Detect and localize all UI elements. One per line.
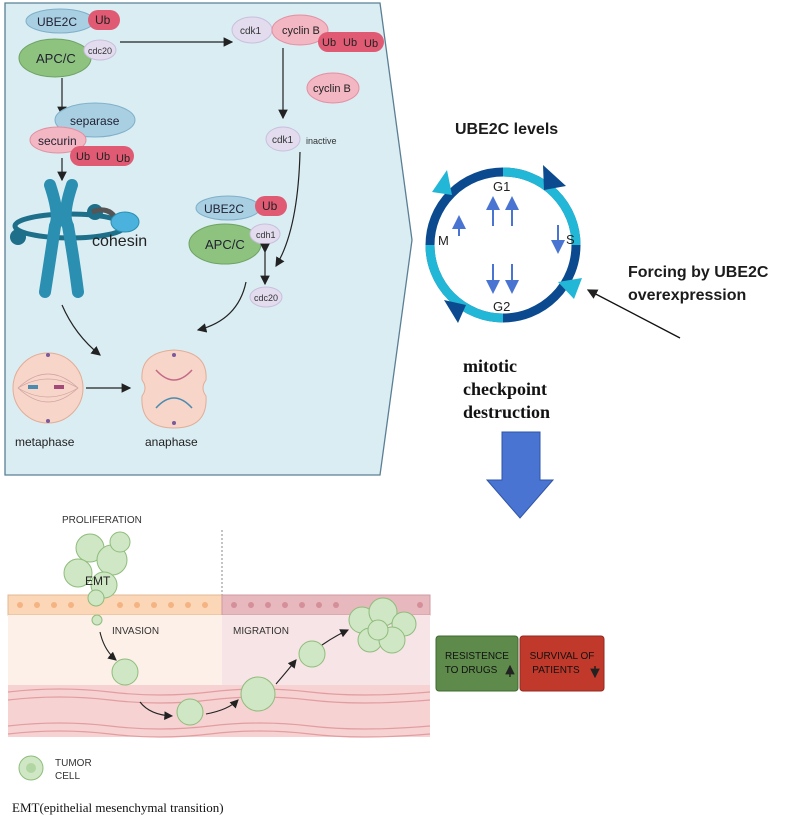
cell-cycle-diagram: G1 S G2 M [425, 165, 582, 323]
figure-caption: EMT(epithelial mesenchymal transition) [12, 800, 224, 815]
ube2c-complex-top: UBE2C Ub [25, 8, 120, 34]
inactive-cdk1: cdk1 inactive [265, 126, 337, 152]
svg-text:G2: G2 [493, 299, 510, 314]
svg-text:M: M [438, 233, 449, 248]
proliferation-label: PROLIFERATION [62, 515, 142, 526]
emt-label: EMT [85, 574, 111, 588]
svg-text:cdh1: cdh1 [256, 230, 276, 240]
svg-text:cohesin: cohesin [92, 233, 147, 250]
svg-text:G1: G1 [493, 179, 510, 194]
svg-text:S: S [566, 232, 575, 247]
svg-text:Ub: Ub [95, 13, 111, 27]
svg-text:Ub: Ub [116, 153, 130, 165]
svg-text:cyclin B: cyclin B [313, 83, 351, 95]
separase-securin-complex: separase securin Ub Ub Ub [29, 102, 136, 166]
tumor-cell-cluster-proliferation [63, 531, 131, 607]
apcc-complex-top: APC/C cdc20 [18, 38, 117, 78]
forcing-label-line2: overexpression [628, 287, 746, 304]
arrow-inactive-to-cdc20 [275, 151, 301, 268]
svg-text:TO DRUGS: TO DRUGS [445, 665, 498, 676]
svg-text:Ub: Ub [262, 199, 278, 213]
ube2c-complex-middle: UBE2C Ub [195, 195, 287, 221]
svg-text:APC/C: APC/C [205, 237, 245, 252]
svg-text:cdk1: cdk1 [240, 26, 262, 37]
resistance-box: RESISTENCE TO DRUGS [435, 635, 519, 692]
checkpoint-line2: checkpoint [463, 379, 547, 399]
svg-text:Ub: Ub [322, 37, 336, 49]
svg-text:Ub: Ub [96, 151, 110, 163]
invading-cell [91, 614, 103, 626]
svg-text:anaphase: anaphase [145, 435, 198, 449]
svg-text:inactive: inactive [306, 136, 337, 146]
svg-text:separase: separase [70, 114, 120, 128]
svg-text:APC/C: APC/C [36, 51, 76, 66]
svg-text:metaphase: metaphase [15, 435, 75, 449]
arrow-migration-3 [321, 629, 349, 646]
chromosome-cohesin: cohesin [10, 179, 147, 298]
svg-text:securin: securin [38, 134, 77, 148]
svg-text:cdc20: cdc20 [88, 46, 112, 56]
svg-text:RESISTENCE: RESISTENCE [445, 651, 509, 662]
svg-text:cyclin B: cyclin B [282, 25, 320, 37]
arrow-invasion-2 [139, 701, 174, 721]
svg-text:Ub: Ub [76, 151, 90, 163]
svg-text:Ub: Ub [343, 37, 357, 49]
svg-text:cdk1: cdk1 [272, 135, 294, 146]
tumor-cell-legend: TUMOR CELL [18, 755, 92, 782]
checkpoint-line3: destruction [463, 402, 550, 422]
svg-text:Ub: Ub [364, 38, 378, 50]
arrow-invasion-1 [99, 631, 117, 661]
svg-text:SURVIVAL OF: SURVIVAL OF [530, 651, 595, 662]
cycle-title: UBE2C levels [455, 121, 558, 138]
cdk1-cyclin-b-ubiquitinated: cdk1 cyclin B Ub Ub Ub [231, 14, 384, 52]
svg-text:PATIENTS: PATIENTS [532, 665, 580, 676]
arrow-migration-1 [205, 699, 239, 715]
svg-text:UBE2C: UBE2C [37, 15, 77, 29]
free-cyclin-b: cyclin B [306, 72, 360, 104]
apcc-complex-middle: APC/C cdh1 [188, 223, 281, 265]
cdc20-free: cdc20 [249, 286, 283, 308]
survival-box: SURVIVAL OF PATIENTS [519, 635, 605, 692]
tumor-cell-cluster-metastatic [348, 597, 417, 654]
anaphase-cell: anaphase [141, 349, 207, 449]
svg-text:UBE2C: UBE2C [204, 202, 244, 216]
arrow-chromosome-to-anaphase [61, 304, 101, 356]
metaphase-cell: metaphase [12, 352, 84, 449]
svg-text:TUMOR: TUMOR [55, 758, 92, 769]
arrow-migration-2 [275, 659, 297, 685]
arrow-apc-to-anaphase [196, 281, 247, 333]
svg-text:cdc20: cdc20 [254, 293, 278, 303]
migration-label: MIGRATION [233, 626, 289, 637]
invasion-label: INVASION [112, 626, 159, 637]
big-down-arrow [485, 431, 555, 519]
forcing-label-line1: Forcing by UBE2C [628, 264, 769, 281]
migrating-tumor-cells [111, 640, 326, 726]
forcing-arrow [586, 289, 681, 339]
checkpoint-line1: mitotic [463, 356, 517, 376]
svg-text:CELL: CELL [55, 771, 80, 782]
